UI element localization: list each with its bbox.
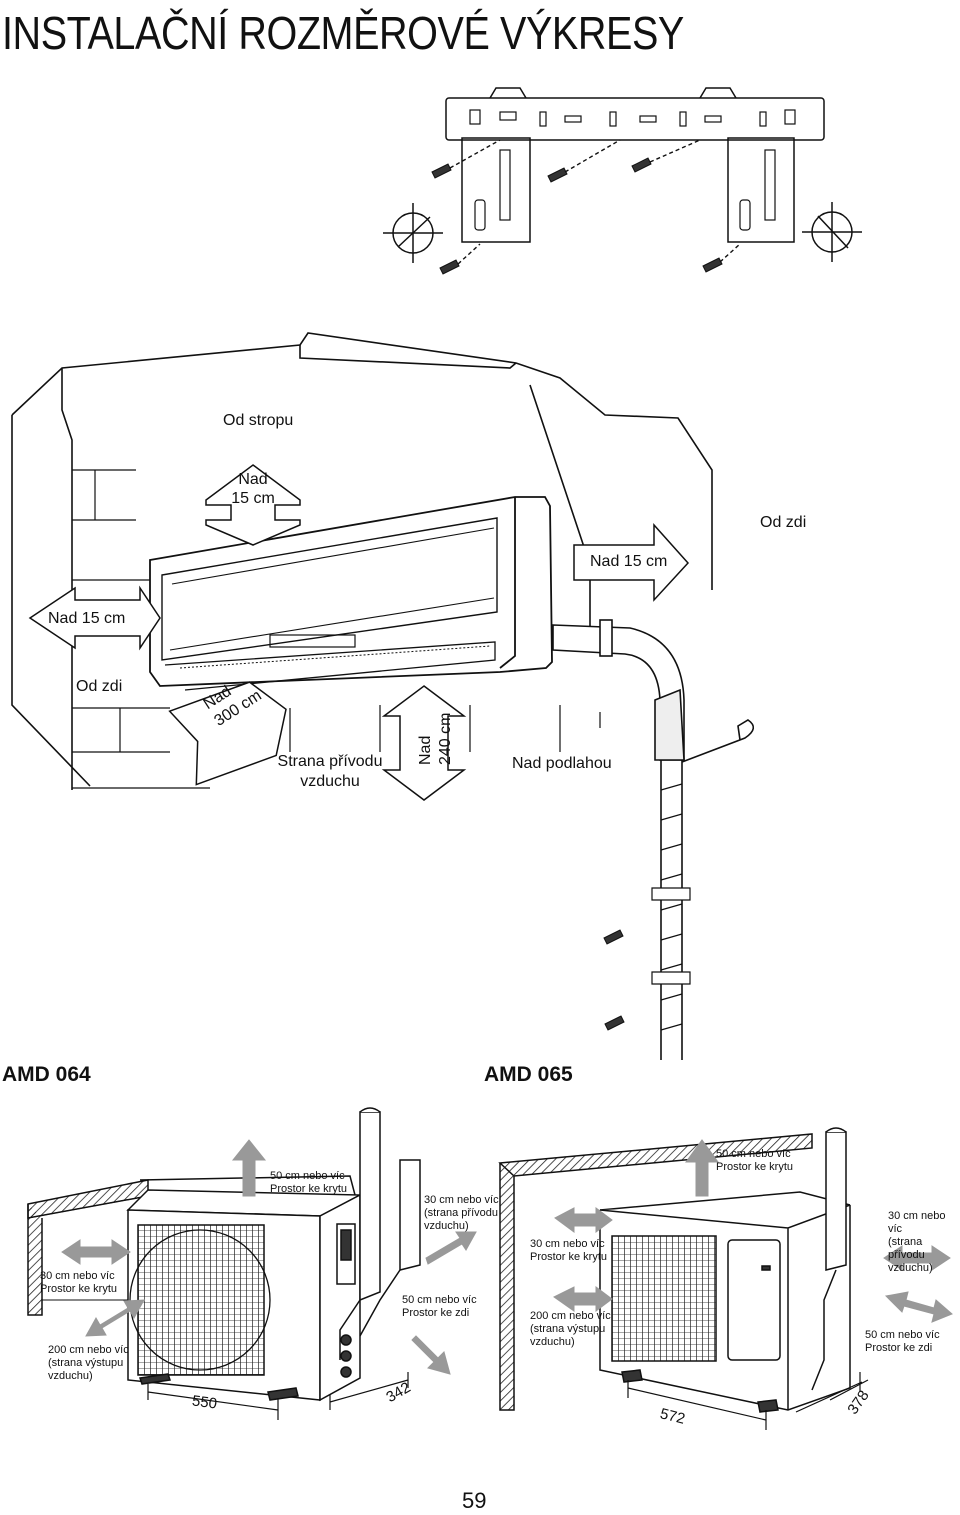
right-cover-label: 30 cm nebo víc Prostor ke krytu xyxy=(530,1238,607,1264)
right-wall-line2: Prostor ke zdi xyxy=(865,1342,933,1354)
right-intake-line1: 30 cm nebo víc xyxy=(888,1210,946,1235)
clearance-arrows-left xyxy=(61,1139,477,1375)
refrigerant-pipe xyxy=(552,619,755,1060)
right-top-line2: Prostor ke krytu xyxy=(716,1161,794,1173)
intake-side-line1: Strana přívodu xyxy=(277,753,383,770)
page-title: INSTALAČNÍ ROZMĚROVÉ VÝKRESY xyxy=(2,7,684,59)
intake-side-line2: vzduchu xyxy=(300,773,360,790)
model-right-label: AMD 065 xyxy=(484,1063,573,1086)
left-intake-label: 30 cm nebo víc (strana přívodu vzduchu) xyxy=(424,1194,499,1233)
above-floor-label: Nad podlahou xyxy=(512,755,612,772)
left-intake-line2: (strana přívodu xyxy=(424,1207,498,1219)
from-wall-right-label: Od zdi xyxy=(760,514,807,531)
left-outlet-line1: 200 cm nebo víc xyxy=(48,1344,129,1356)
clearance-arrows-right xyxy=(553,1139,953,1323)
right-cover-line2: Prostor ke krytu xyxy=(530,1251,608,1263)
left-outlet-label: 200 cm nebo víc (strana výstupu vzduchu) xyxy=(48,1344,129,1383)
above-15-left-label: Nad 15 cm xyxy=(48,610,126,627)
above-240-line2: 240 cm xyxy=(437,712,454,765)
left-outlet-line3: vzduchu) xyxy=(48,1370,93,1382)
left-wall-line2: Prostor ke zdi xyxy=(402,1307,470,1319)
above-240-label: Nad 240 cm xyxy=(416,713,456,765)
left-outlet-line2: (strana výstupu xyxy=(48,1357,124,1369)
from-ceiling-label: Od stropu xyxy=(223,412,294,429)
above-15-top-line1: Nad xyxy=(238,471,268,488)
right-outlet-label: 200 cm nebo víc (strana výstupu vzduchu) xyxy=(530,1310,611,1349)
right-outlet-line2: (strana výstupu xyxy=(530,1323,606,1335)
model-left-label: AMD 064 xyxy=(2,1063,91,1086)
left-cover-line2: Prostor ke krytu xyxy=(40,1283,118,1295)
left-intake-line1: 30 cm nebo víc xyxy=(424,1194,499,1206)
right-top-clearance-label: 50 cm nebo víc Prostor ke krytu xyxy=(716,1148,793,1174)
right-intake-line3: vzduchu) xyxy=(888,1262,933,1274)
right-outlet-line1: 200 cm nebo víc xyxy=(530,1310,611,1322)
left-top-line2: Prostor ke krytu xyxy=(270,1183,348,1195)
page-number: 59 xyxy=(462,1488,487,1513)
above-15-top-line2: 15 cm xyxy=(231,490,275,507)
screw-icons xyxy=(431,157,723,1031)
right-intake-label: 30 cm nebo víc (strana přívodu vzduchu) xyxy=(888,1210,960,1275)
right-intake-line2: (strana přívodu xyxy=(888,1236,925,1261)
left-cover-line1: 30 cm nebo víc xyxy=(40,1270,115,1282)
left-top-line1: 50 cm nebo víc xyxy=(270,1170,345,1182)
above-240-line1: Nad xyxy=(417,735,434,765)
hole-diameter-icons xyxy=(383,202,862,263)
right-outlet-line3: vzduchu) xyxy=(530,1336,575,1348)
left-intake-line3: vzduchu) xyxy=(424,1220,469,1232)
right-wall-line1: 50 cm nebo víc xyxy=(865,1329,940,1341)
right-cover-line1: 30 cm nebo víc xyxy=(530,1238,605,1250)
intake-side-label: Strana přívodu vzduchu xyxy=(262,752,398,792)
left-top-clearance-label: 50 cm nebo víc Prostor ke krytu xyxy=(270,1170,347,1196)
outdoor-unit-left xyxy=(27,1107,421,1420)
left-width-dimension: 550 xyxy=(190,1392,219,1413)
left-wall-label: 50 cm nebo víc Prostor ke zdi xyxy=(402,1294,477,1320)
above-15-top-label: Nad 15 cm xyxy=(230,470,276,508)
right-top-line1: 50 cm nebo víc xyxy=(716,1148,791,1160)
left-cover-label: 30 cm nebo víc Prostor ke krytu xyxy=(40,1270,117,1296)
mounting-plate xyxy=(445,87,825,243)
right-wall-label: 50 cm nebo víc Prostor ke zdi xyxy=(865,1329,940,1355)
clearance-arrows xyxy=(28,464,690,801)
outdoor-unit-right xyxy=(498,1127,869,1430)
left-wall-line1: 50 cm nebo víc xyxy=(402,1294,477,1306)
from-wall-left-label: Od zdi xyxy=(76,678,123,695)
above-15-right-label: Nad 15 cm xyxy=(590,553,668,570)
